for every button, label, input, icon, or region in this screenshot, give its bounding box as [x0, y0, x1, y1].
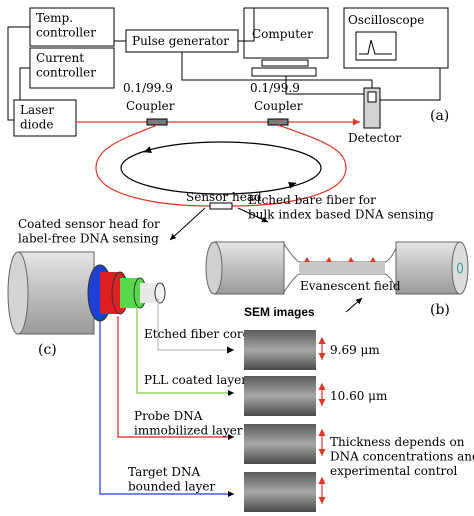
fiber-ring [95, 124, 347, 210]
coupler-right-ratio: 0.1/99.9 [250, 81, 300, 95]
coupler-left-ratio: 0.1/99.9 [123, 81, 173, 95]
sem-image-3 [244, 424, 316, 464]
pulse-generator-box: Pulse generator [125, 29, 239, 53]
sem-images-title: SEM images [244, 305, 315, 319]
etched-core-label: Etched fiber core [144, 327, 250, 341]
coupler-left-label: Coupler [126, 99, 175, 113]
detector-icon [363, 87, 381, 129]
evanescent-arrow [345, 297, 363, 313]
arrow-to-coated [169, 207, 206, 241]
layer-leaders [99, 298, 234, 495]
etched-fiber [205, 241, 469, 295]
panel-c-label: (c) [38, 342, 57, 358]
coupler-right-label: Coupler [254, 99, 303, 113]
coated-fiber [7, 251, 166, 335]
oscilloscope-label: Oscilloscope [348, 13, 424, 27]
sem-image-1 [244, 330, 316, 370]
panel-a-label: (a) [430, 108, 449, 124]
pll-layer-label: PLL coated layer [144, 373, 247, 387]
computer-box: Computer [243, 7, 329, 77]
panel-b-label: (b) [430, 302, 450, 318]
coupler-left [146, 118, 168, 126]
evanescent-label: Evanescent field [300, 279, 401, 293]
ring-direction [120, 141, 322, 195]
arrow-to-etched [237, 207, 269, 223]
temp-controller-box: Temp.controller [29, 7, 115, 47]
sem-images [244, 330, 316, 512]
evanescent-markers [304, 257, 376, 262]
sem-image-2 [244, 376, 316, 416]
layer-core [154, 282, 166, 304]
sensor-head-label: Sensor head [186, 190, 262, 204]
dim-label-2: 10.60 μm [330, 389, 388, 403]
temp-controller-label: Temp.controller [36, 11, 96, 39]
computer-label: Computer [252, 27, 313, 41]
oscilloscope-icon [355, 31, 397, 61]
sensor-head-block [209, 202, 233, 210]
monitor-icon [251, 59, 317, 77]
sem-image-4 [244, 472, 316, 512]
coupler-right [267, 118, 289, 126]
oscilloscope-box: Oscilloscope [343, 7, 449, 69]
dim-label-1: 9.69 μm [330, 343, 380, 357]
electrical-wires [7, 8, 441, 121]
pulse-generator-label: Pulse generator [132, 34, 229, 48]
detector-label: Detector [348, 131, 401, 145]
